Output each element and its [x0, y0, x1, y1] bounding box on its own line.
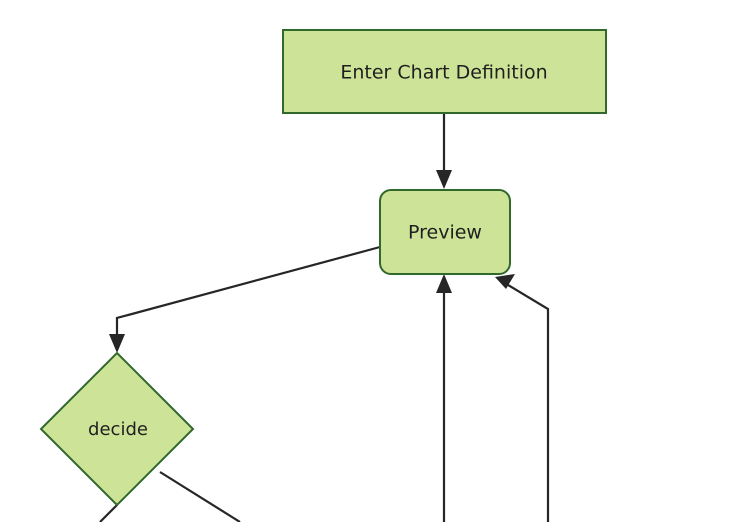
node-decide[interactable]: decide: [39, 351, 195, 507]
node-preview[interactable]: Preview: [379, 189, 511, 275]
arrowhead-icon: [436, 274, 452, 293]
edge-bottom-center-to-preview: [436, 274, 452, 522]
edge-line: [99, 504, 118, 522]
node-shape-rectangle[interactable]: [282, 29, 607, 114]
arrowhead-icon: [109, 334, 125, 353]
edge-line: [115, 245, 381, 338]
edge-line: [507, 284, 550, 522]
node-shape-diamond[interactable]: [39, 351, 195, 507]
edge-enter-to-preview: [436, 113, 452, 189]
node-label-enter-chart-definition: Enter Chart Definition: [340, 62, 547, 84]
edge-decide-bottom-left: [99, 504, 118, 522]
node-enter-chart-definition[interactable]: Enter Chart Definition: [282, 29, 607, 114]
node-label-preview: Preview: [408, 222, 482, 244]
edge-preview-to-decide: [109, 245, 381, 353]
node-shape-rounded-rectangle[interactable]: [379, 189, 511, 275]
edge-decide-bottom-right: [159, 471, 241, 522]
arrowhead-icon: [495, 274, 515, 289]
edge-line: [159, 471, 241, 522]
node-label-decide: decide: [88, 419, 148, 440]
edge-bottom-right-to-preview: [495, 274, 550, 522]
arrowhead-icon: [436, 170, 452, 189]
